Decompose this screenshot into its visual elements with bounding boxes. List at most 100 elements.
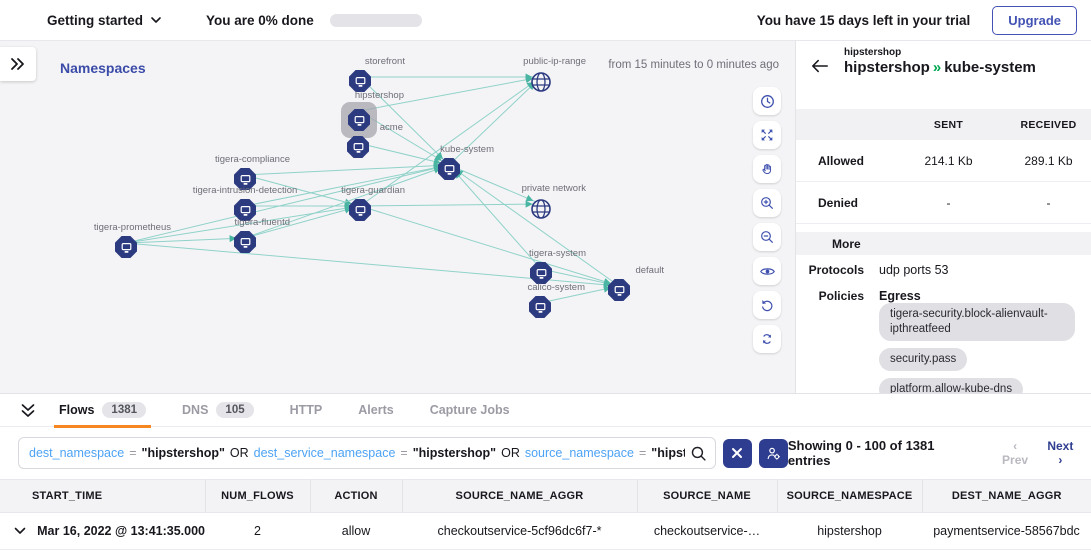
- policy-chip[interactable]: tigera-security.block-alienvault-ipthrea…: [879, 303, 1075, 341]
- graph-node-public-ip-range[interactable]: public-ip-range: [496, 51, 586, 99]
- policy-chip-list: tigera-security.block-alienvault-ipthrea…: [879, 303, 1075, 393]
- graph-node-tigera-intrusion-detection[interactable]: tigera-intrusion-detection: [193, 180, 297, 222]
- collapse-panel-button[interactable]: [16, 398, 40, 422]
- query-field: source_namespace: [524, 446, 634, 460]
- graph-node-label: tigera-guardian: [341, 185, 405, 196]
- row-label: Denied: [818, 195, 859, 210]
- chevron-down-icon: [151, 17, 161, 23]
- tab-capture-jobs[interactable]: Capture Jobs: [425, 394, 515, 427]
- graph-node-calico-system[interactable]: calico-system: [495, 277, 585, 319]
- namespace-icon: [349, 70, 371, 92]
- topbar: Getting started You are 0% done You have…: [0, 0, 1091, 41]
- column-num-flows[interactable]: NUM_FLOWS: [205, 479, 311, 513]
- tab-http[interactable]: HTTP: [285, 394, 328, 427]
- clock-icon[interactable]: [753, 87, 781, 115]
- namespace-icon: [348, 109, 370, 131]
- flows-bottom-panel: Flows 1381 DNS 105 HTTP Alerts Capture J…: [0, 393, 1091, 551]
- graph-node-label: public-ip-range: [523, 56, 586, 67]
- policy-chip[interactable]: platform.allow-kube-dns: [879, 378, 1024, 393]
- progress-label: You are 0% done: [206, 12, 314, 28]
- flows-row[interactable]: Mar 16, 2022 @ 13:41:35.000 2 allow chec…: [0, 512, 1091, 550]
- graph-node-label: tigera-fluentd: [234, 217, 290, 228]
- graph-node-tigera-guardian[interactable]: tigera-guardian: [315, 180, 405, 222]
- pan-hand-icon[interactable]: [753, 155, 781, 183]
- zoom-out-icon[interactable]: [753, 223, 781, 251]
- entries-summary: Showing 0 - 100 of 1381 entries: [787, 438, 935, 468]
- upgrade-button[interactable]: Upgrade: [992, 5, 1077, 35]
- flows-count-badge: 1381: [102, 402, 147, 418]
- column-source-name[interactable]: SOURCE_NAME: [637, 479, 778, 513]
- column-start-time[interactable]: START_TIME: [0, 479, 206, 513]
- tab-label: HTTP: [289, 403, 323, 417]
- graph-node-private-network[interactable]: private network: [496, 178, 586, 226]
- search-icon[interactable]: [690, 445, 707, 467]
- next-page-button[interactable]: Next ›: [1044, 439, 1077, 467]
- graph-node-tigera-fluentd[interactable]: tigera-fluentd: [200, 212, 290, 254]
- stats-row-denied: Denied - -: [796, 182, 1091, 224]
- query-value: "hipstersho: [651, 446, 685, 460]
- graph-node-tigera-prometheus[interactable]: tigera-prometheus: [81, 217, 171, 259]
- namespace-icon: [349, 199, 371, 221]
- refresh-icon[interactable]: [753, 325, 781, 353]
- received-header: RECEIVED: [1020, 118, 1077, 131]
- flow-direction-arrow: »: [932, 59, 942, 76]
- policies-label: Policies: [818, 289, 864, 303]
- tab-flows[interactable]: Flows 1381: [54, 394, 152, 428]
- column-action[interactable]: ACTION: [310, 479, 403, 513]
- column-dest-name-aggr[interactable]: DEST_NAME_AGGR: [922, 479, 1091, 513]
- getting-started-dropdown[interactable]: Getting started: [47, 13, 162, 28]
- double-chevron-down-icon: [21, 403, 35, 417]
- graph-node-tigera-compliance[interactable]: tigera-compliance: [200, 149, 290, 191]
- cell-action: allow: [310, 512, 402, 550]
- query-keyword: OR: [229, 446, 249, 460]
- traffic-stats-table: SENT RECEIVED Allowed 214.1 Kb 289.1 Kb …: [796, 109, 1091, 224]
- graph-node-label: acme: [379, 122, 403, 133]
- graph-edges: [125, 73, 620, 304]
- namespace-icon: [234, 199, 256, 221]
- tab-dns[interactable]: DNS 105: [177, 394, 259, 427]
- protocols-value: udp ports 53: [879, 263, 949, 277]
- graph-node-kube-system[interactable]: kube-system: [404, 139, 494, 181]
- tab-alerts[interactable]: Alerts: [353, 394, 398, 427]
- query-operator: =: [400, 446, 408, 460]
- close-icon: [732, 448, 743, 458]
- graph-node-tigera-system[interactable]: tigera-system: [496, 243, 586, 285]
- title-source: hipstershop: [844, 59, 930, 76]
- tab-label: DNS: [182, 403, 209, 417]
- graph-node-label: private network: [521, 183, 586, 194]
- visibility-eye-icon[interactable]: [753, 257, 781, 285]
- prev-page-button[interactable]: ‹ Prev: [998, 439, 1031, 467]
- column-source-namespace[interactable]: SOURCE_NAMESPACE: [777, 479, 923, 513]
- zoom-in-icon[interactable]: [753, 189, 781, 217]
- fit-to-screen-icon[interactable]: [753, 121, 781, 149]
- protocols-label: Protocols: [808, 263, 864, 277]
- back-arrow-button[interactable]: [809, 56, 831, 78]
- sidebar-expand-button[interactable]: [0, 47, 36, 81]
- graph-node-hipstershop[interactable]: hipstershop: [314, 85, 404, 138]
- query-operator: =: [638, 446, 647, 460]
- sent-header: SENT: [933, 118, 964, 131]
- graph-node-label: tigera-compliance: [215, 154, 290, 165]
- cell-start-time: Mar 16, 2022 @ 13:41:35.000: [37, 524, 205, 538]
- graph-node-label: kube-system: [440, 144, 494, 155]
- user-settings-button[interactable]: [758, 438, 788, 468]
- policy-chip[interactable]: security.pass: [879, 348, 968, 371]
- namespace-icon: [530, 262, 552, 284]
- graph-node-label: tigera-prometheus: [93, 222, 171, 233]
- clear-search-button[interactable]: [722, 438, 752, 468]
- tabbar: Flows 1381 DNS 105 HTTP Alerts Capture J…: [0, 394, 1091, 428]
- graph-toolbar: [753, 87, 781, 353]
- expand-row-button[interactable]: [12, 522, 28, 540]
- graph-node-label: default: [635, 265, 664, 276]
- graph-node-acme[interactable]: acme: [313, 117, 403, 159]
- title-dest: kube-system: [944, 59, 1036, 76]
- query-value: "hipstershop": [412, 446, 497, 460]
- graph-node-label: hipstershop: [354, 90, 404, 101]
- graph-node-default[interactable]: default: [574, 260, 664, 302]
- column-source-name-aggr[interactable]: SOURCE_NAME_AGGR: [402, 479, 638, 513]
- graph-node-storefront[interactable]: storefront: [315, 51, 405, 93]
- query-keyword: OR: [501, 446, 520, 460]
- undo-icon[interactable]: [753, 291, 781, 319]
